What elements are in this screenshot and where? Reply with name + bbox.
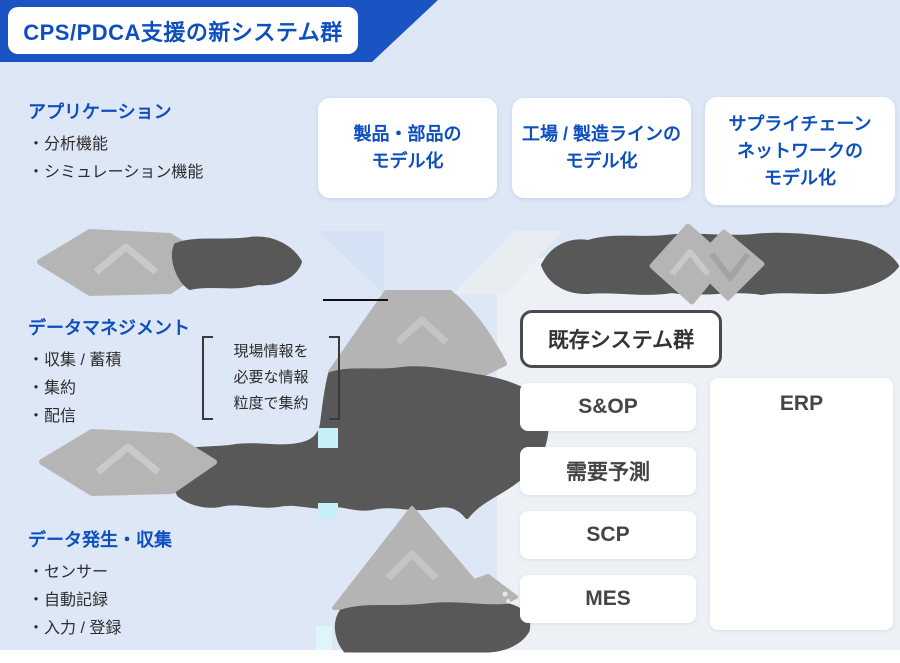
section-data-collection-heading: データ発生・収集 — [28, 530, 172, 550]
list-item: ・自動記録 — [28, 592, 109, 609]
note-line: 現場情報を — [233, 343, 309, 360]
redacted-block-bottom — [334, 602, 531, 653]
section-application: アプリケーション ・分析機能 ・シミュレーション機能 — [28, 98, 203, 187]
model-box-label: モデル化 — [565, 151, 638, 171]
model-box-label: 工場 / 製造ラインの — [521, 124, 681, 144]
system-box-scp: SCP — [520, 511, 696, 559]
system-box-demand-forecast: 需要予測 — [520, 447, 696, 495]
system-box-label: 需要予測 — [566, 461, 650, 484]
beam-wedge-left — [318, 231, 384, 294]
up-down-arrow-icon-2 — [39, 429, 217, 496]
system-box-sop: S&OP — [520, 383, 696, 431]
flow-arrow-up-icon-2 — [332, 506, 518, 615]
model-box-label: ネットワークの — [737, 140, 863, 161]
model-box-supply-chain: サプライチェーン ネットワークの モデル化 — [705, 97, 895, 205]
section-data-management: データマネジメント ・収集 / 蓄積 ・集約 ・配信 — [28, 314, 190, 431]
list-item: ・配信 — [28, 408, 77, 425]
system-box-label: MES — [585, 587, 631, 610]
model-box-label: モデル化 — [371, 151, 444, 171]
section-application-heading: アプリケーション — [28, 102, 172, 122]
system-box-label: SCP — [586, 523, 630, 546]
system-box-erp: ERP — [710, 378, 893, 630]
system-box-label: ERP — [779, 392, 824, 415]
note-line: 必要な情報 — [233, 369, 309, 386]
page-title: CPS/PDCA支援の新システム群 — [8, 7, 358, 54]
list-item: ・収集 / 蓄積 — [28, 352, 122, 369]
beam-wedge-right — [452, 231, 562, 294]
existing-systems-title: 既存システム群 — [520, 310, 722, 368]
model-box-label: 製品・部品の — [353, 124, 462, 144]
model-box-label: サプライチェーン — [728, 113, 872, 134]
existing-systems-title-text: 既存システム群 — [547, 329, 695, 352]
aggregation-note: 現場情報を 必要な情報 粒度で集約 — [202, 336, 340, 420]
list-item: ・分析機能 — [28, 136, 109, 153]
system-box-label: S&OP — [578, 395, 638, 418]
cyan-accent-marks — [316, 428, 338, 650]
note-line: 粒度で集約 — [233, 395, 309, 412]
bottom-margin — [0, 650, 900, 663]
sync-arrows-icon — [649, 223, 765, 305]
section-data-collection: データ発生・収集 ・センサー ・自動記録 ・入力 / 登録 — [28, 526, 172, 643]
list-item: ・センサー — [28, 564, 109, 581]
model-box-factory: 工場 / 製造ラインの モデル化 — [512, 98, 691, 198]
model-box-label: モデル化 — [764, 167, 836, 188]
list-item: ・シミュレーション機能 — [28, 164, 204, 181]
model-box-product: 製品・部品の モデル化 — [318, 98, 497, 198]
system-box-mes: MES — [520, 575, 696, 623]
list-item: ・集約 — [28, 380, 77, 397]
list-item: ・入力 / 登録 — [28, 620, 122, 637]
section-data-management-heading: データマネジメント — [28, 318, 190, 338]
redacted-arrow-top-left — [171, 236, 302, 290]
page-title-text: CPS/PDCA支援の新システム群 — [23, 19, 343, 45]
flow-arrow-up-icon — [328, 290, 507, 384]
